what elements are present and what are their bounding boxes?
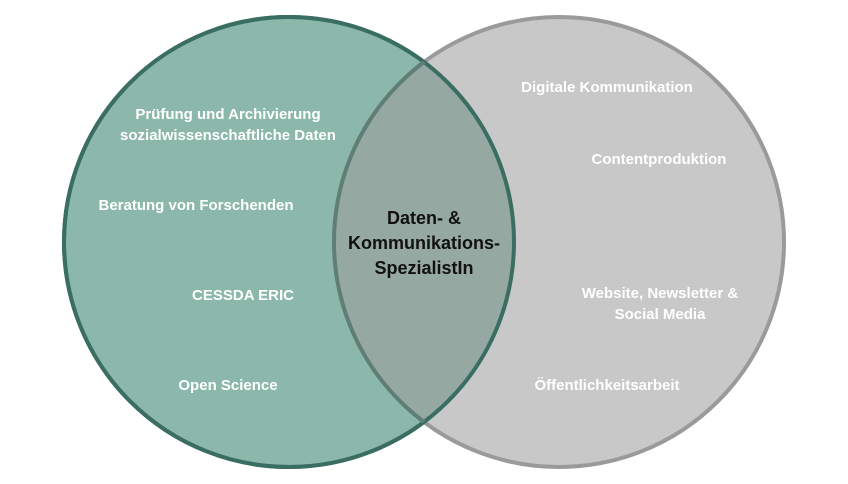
right-circle-outline-in-overlap — [332, 17, 514, 467]
center-label-line2: Kommunikations- — [348, 233, 500, 253]
center-label-line1: Daten- & — [387, 208, 461, 228]
overlap-region — [334, 17, 514, 467]
left-label-open-science: Open Science — [178, 377, 277, 394]
left-label-archiving-line2: sozialwissenschaftliche Daten — [120, 127, 336, 144]
left-label-consulting: Beratung von Forschenden — [98, 197, 293, 214]
left-circle-outline — [62, 15, 516, 469]
left-label-cessda: CESSDA ERIC — [192, 287, 294, 304]
right-label-digital-communication: Digitale Kommunikation — [521, 79, 693, 96]
center-label-line3: SpezialistIn — [374, 258, 473, 278]
right-label-website-line2: Social Media — [615, 306, 707, 323]
left-label-archiving-line1: Prüfung und Archivierung — [135, 106, 320, 123]
right-label-content-production: Contentproduktion — [592, 151, 727, 168]
right-label-public-relations: Öffentlichkeitsarbeit — [534, 377, 679, 394]
right-label-website-line1: Website, Newsletter & — [582, 285, 739, 302]
